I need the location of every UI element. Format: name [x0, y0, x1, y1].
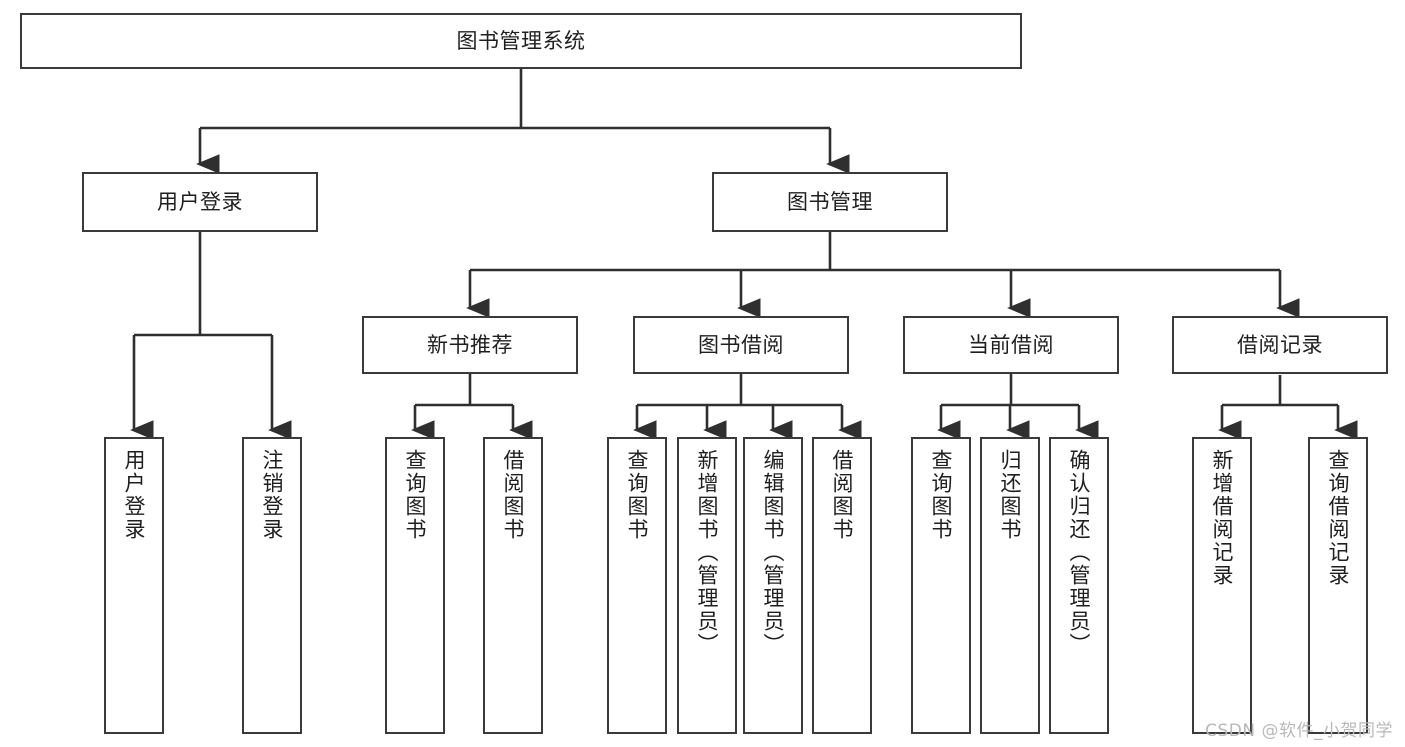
leaf-add-book-admin[interactable]: 新增图书（管理员） — [677, 437, 737, 734]
leaf-query-borrow-record[interactable]: 查询借阅记录 — [1308, 437, 1368, 734]
node-current-borrow[interactable]: 当前借阅 — [903, 316, 1119, 374]
node-label: 新书推荐 — [427, 332, 513, 357]
node-label: 新增借阅记录 — [1210, 449, 1235, 587]
node-book-management[interactable]: 图书管理 — [712, 172, 948, 232]
node-label: 图书管理系统 — [456, 28, 586, 53]
csdn-watermark: CSDN @软件_小贺同学 — [1205, 721, 1393, 741]
node-label: 借阅记录 — [1237, 332, 1323, 357]
leaf-borrow-book-recommend[interactable]: 借阅图书 — [483, 437, 543, 734]
leaf-add-borrow-record[interactable]: 新增借阅记录 — [1192, 437, 1252, 734]
node-user-login[interactable]: 用户登录 — [82, 172, 318, 232]
leaf-return-book[interactable]: 归还图书 — [980, 437, 1040, 734]
node-label: 编辑图书（管理员） — [761, 449, 786, 656]
node-label: 图书借阅 — [698, 332, 784, 357]
leaf-edit-book-admin[interactable]: 编辑图书（管理员） — [743, 437, 803, 734]
node-label: 用户登录 — [122, 449, 147, 541]
leaf-borrow-book[interactable]: 借阅图书 — [812, 437, 872, 734]
node-root-book-management-system[interactable]: 图书管理系统 — [20, 13, 1022, 69]
leaf-query-book-borrow[interactable]: 查询图书 — [607, 437, 667, 734]
leaf-query-book-recommend[interactable]: 查询图书 — [385, 437, 445, 734]
leaf-confirm-return-admin[interactable]: 确认归还（管理员） — [1049, 437, 1109, 734]
leaf-logout[interactable]: 注销登录 — [242, 437, 302, 734]
node-label: 当前借阅 — [968, 332, 1054, 357]
node-new-book-recommend[interactable]: 新书推荐 — [362, 316, 578, 374]
node-label: 借阅图书 — [501, 449, 526, 541]
node-label: 图书管理 — [787, 189, 873, 214]
node-label: 查询图书 — [929, 449, 954, 541]
node-label: 归还图书 — [998, 449, 1023, 541]
node-borrow-record[interactable]: 借阅记录 — [1172, 316, 1388, 374]
leaf-query-book-current[interactable]: 查询图书 — [911, 437, 971, 734]
node-label: 查询图书 — [625, 449, 650, 541]
node-book-borrow[interactable]: 图书借阅 — [633, 316, 849, 374]
node-label: 查询借阅记录 — [1326, 449, 1351, 587]
node-label: 确认归还（管理员） — [1067, 449, 1092, 656]
node-label: 注销登录 — [260, 449, 285, 541]
node-label: 借阅图书 — [830, 449, 855, 541]
node-label: 用户登录 — [157, 189, 243, 214]
node-label: 查询图书 — [403, 449, 428, 541]
node-label: 新增图书（管理员） — [695, 449, 720, 656]
leaf-user-login[interactable]: 用户登录 — [104, 437, 164, 734]
